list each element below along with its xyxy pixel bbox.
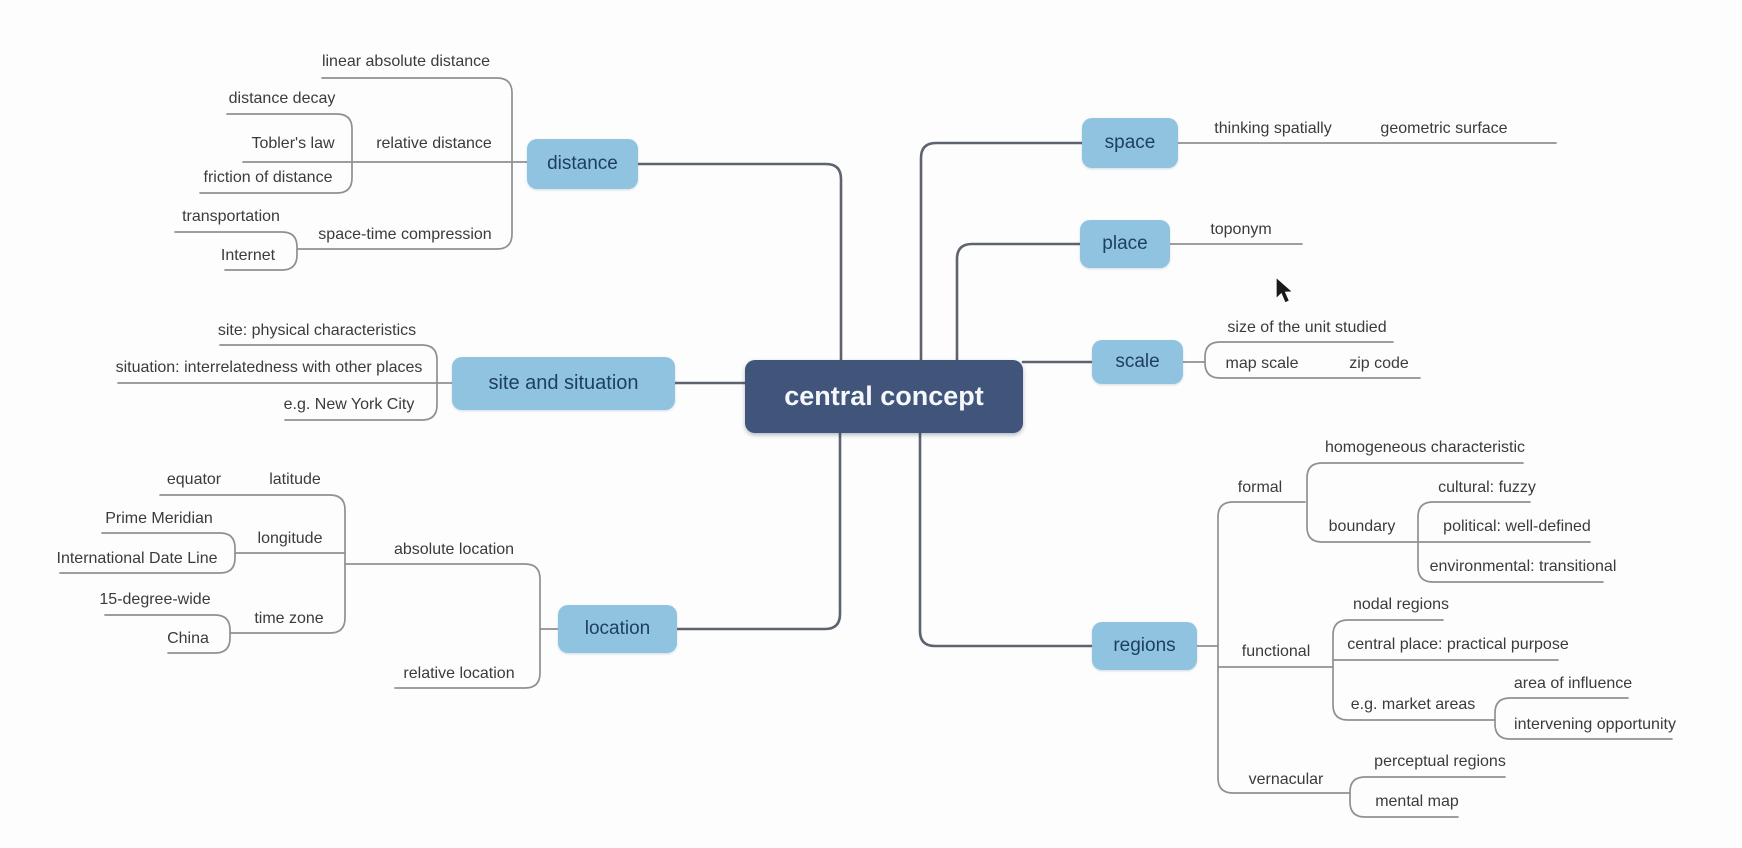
- branch-label-space-time-compression[interactable]: space-time compression: [318, 226, 492, 243]
- branch-label-eg-market-areas[interactable]: e.g. market areas: [1350, 696, 1476, 713]
- branch-label-perceptual-regions[interactable]: perceptual regions: [1374, 753, 1506, 770]
- connector-timezone-bracket: [104, 614, 231, 654]
- branch-label-linear-absolute-distance[interactable]: linear absolute distance: [321, 53, 491, 70]
- branch-label-mental-map[interactable]: mental map: [1375, 793, 1459, 810]
- connector-vernacular-children-bracket: [1349, 776, 1506, 818]
- connector-regions-trunk: [918, 431, 1094, 648]
- branch-label-boundary[interactable]: boundary: [1328, 518, 1396, 535]
- topic-node-regions[interactable]: regions: [1092, 622, 1197, 670]
- branch-label-size-of-the-unit-studied[interactable]: size of the unit studied: [1227, 319, 1387, 336]
- connector-location-trunk: [675, 431, 842, 631]
- topic-node-site-and-situation[interactable]: site and situation: [452, 357, 675, 410]
- branch-label-situation-interrelatedness[interactable]: situation: interrelatedness with other p…: [115, 359, 423, 376]
- branch-label-zip-code[interactable]: zip code: [1349, 355, 1409, 372]
- connector-functional-children-bracket: [1332, 619, 1496, 721]
- branch-label-time-zone[interactable]: time zone: [254, 610, 324, 627]
- branch-label-vernacular[interactable]: vernacular: [1248, 771, 1324, 788]
- connector-latlongtz-bracket: [159, 494, 346, 634]
- branch-label-geometric-surface[interactable]: geometric surface: [1380, 120, 1508, 137]
- mouse-cursor-icon: [1275, 276, 1295, 304]
- connector-place-trunk: [955, 242, 1082, 362]
- branch-label-prime-meridian[interactable]: Prime Meridian: [105, 510, 213, 527]
- topic-node-distance[interactable]: distance: [527, 139, 638, 189]
- branch-label-nodal-regions[interactable]: nodal regions: [1352, 596, 1450, 613]
- branch-label-absolute-location[interactable]: absolute location: [393, 541, 515, 558]
- branch-label-transportation[interactable]: transportation: [182, 208, 280, 225]
- branch-label-functional[interactable]: functional: [1241, 643, 1311, 660]
- branch-label-latitude[interactable]: latitude: [269, 471, 321, 488]
- branch-label-china[interactable]: China: [167, 630, 209, 647]
- topic-node-location[interactable]: location: [558, 605, 677, 653]
- branch-label-equator[interactable]: equator: [166, 471, 222, 488]
- branch-label-relative-location[interactable]: relative location: [403, 665, 515, 682]
- branch-label-intervening-opportunity[interactable]: intervening opportunity: [1514, 716, 1676, 733]
- branch-label-formal[interactable]: formal: [1237, 479, 1283, 496]
- branch-label-homogeneous-characteristic[interactable]: homogeneous characteristic: [1324, 439, 1526, 456]
- branch-label-distance-decay[interactable]: distance decay: [228, 90, 336, 107]
- branch-label-toponym[interactable]: toponym: [1210, 221, 1272, 238]
- topic-node-scale[interactable]: scale: [1092, 340, 1183, 384]
- central-concept-node[interactable]: central concept: [745, 360, 1023, 433]
- branch-label-relative-distance[interactable]: relative distance: [376, 135, 492, 152]
- branch-label-friction-of-distance[interactable]: friction of distance: [203, 169, 333, 186]
- branch-label-political-well-defined[interactable]: political: well-defined: [1443, 518, 1591, 535]
- branch-label-cultural-fuzzy[interactable]: cultural: fuzzy: [1438, 479, 1536, 496]
- branch-label-eg-new-york-city[interactable]: e.g. New York City: [283, 396, 415, 413]
- branch-label-area-of-influence[interactable]: area of influence: [1513, 675, 1633, 692]
- branch-label-central-place-practical-purpose[interactable]: central place: practical purpose: [1347, 636, 1569, 653]
- branch-label-internet[interactable]: Internet: [220, 247, 276, 264]
- branch-label-site-physical-characteristics[interactable]: site: physical characteristics: [217, 322, 417, 339]
- connector-linear-spacetime-bracket: [296, 77, 513, 250]
- connector-market-children-bracket: [1494, 697, 1673, 740]
- branch-label-toblers-law[interactable]: Tobler's law: [251, 135, 335, 152]
- connector-distance-trunk: [636, 162, 843, 362]
- connector-transportation-bracket: [174, 231, 298, 271]
- branch-label-environmental-transitional[interactable]: environmental: transitional: [1429, 558, 1617, 575]
- topic-node-space[interactable]: space: [1082, 118, 1178, 168]
- branch-label-15-degree-wide[interactable]: 15-degree-wide: [99, 591, 211, 608]
- branch-label-map-scale[interactable]: map scale: [1225, 355, 1299, 372]
- connector-tobler-bracket: [199, 113, 353, 194]
- branch-label-international-date-line[interactable]: International Date Line: [56, 550, 218, 567]
- branch-label-longitude[interactable]: longitude: [257, 530, 323, 547]
- connector-meridian-bracket: [59, 532, 236, 574]
- connector-absrel-bracket: [344, 563, 541, 689]
- branch-label-thinking-spatially[interactable]: thinking spatially: [1214, 120, 1332, 137]
- connector-scale-bracket: [1204, 341, 1421, 379]
- topic-node-place[interactable]: place: [1080, 220, 1170, 268]
- connector-formal-children-bracket: [1306, 462, 1524, 543]
- connector-regions-bracket: [1217, 501, 1351, 794]
- connector-space-trunk: [919, 141, 1084, 362]
